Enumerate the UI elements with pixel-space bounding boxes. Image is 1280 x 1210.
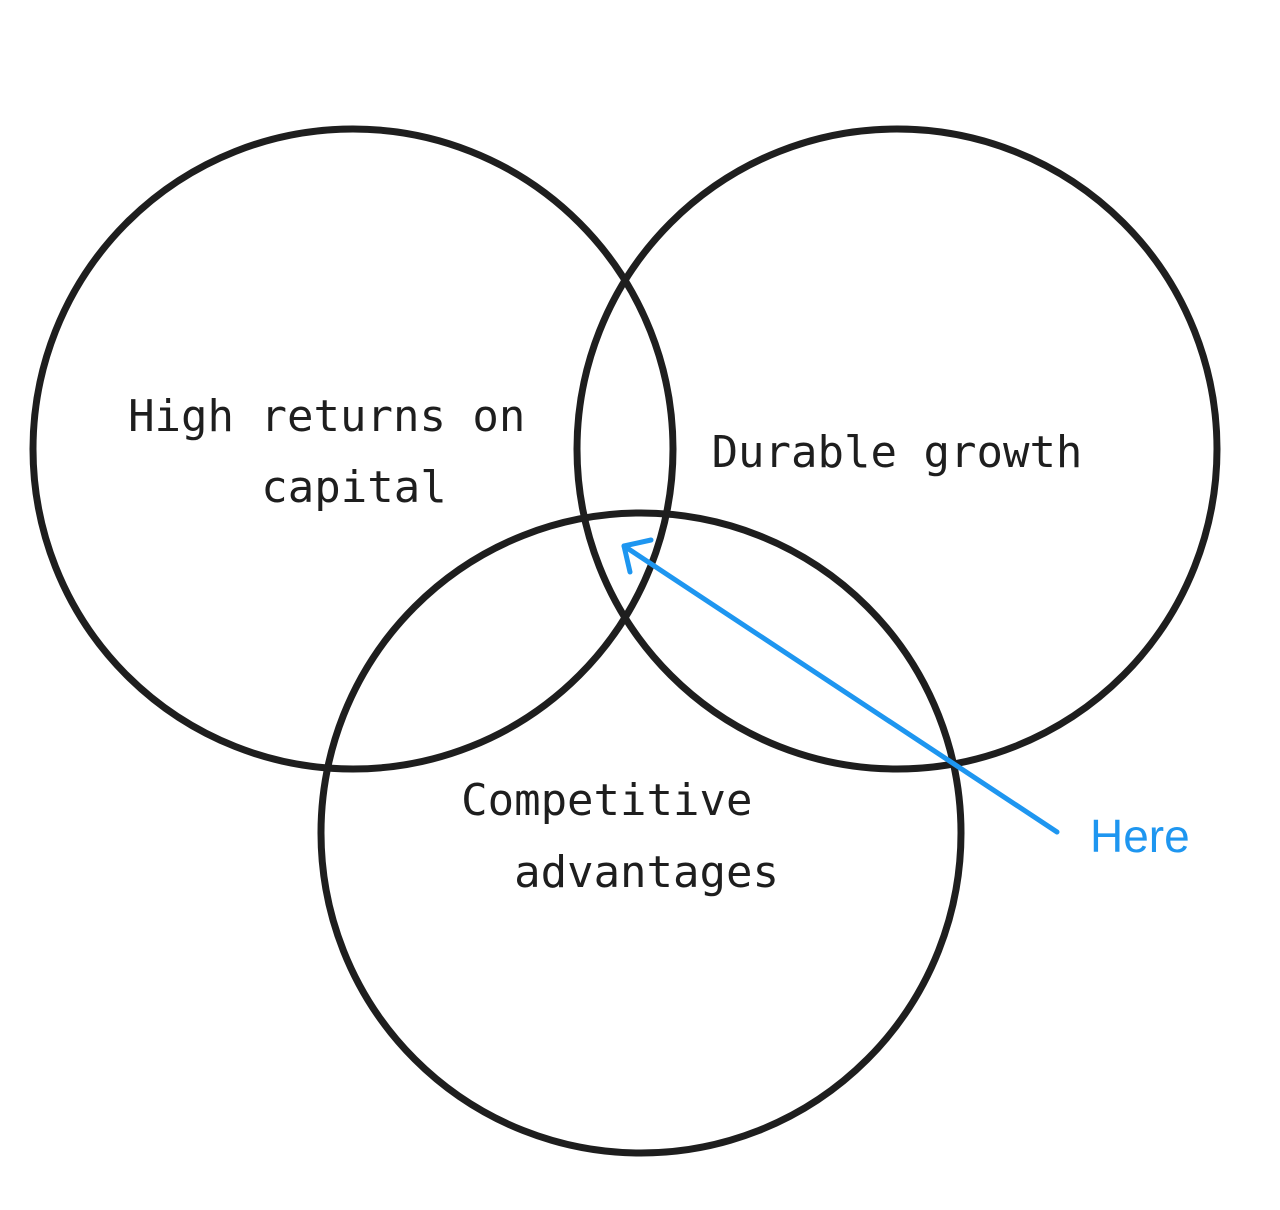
arrow-head bbox=[621, 537, 654, 575]
arrow-pointer-icon bbox=[621, 537, 1060, 835]
label-high-returns-line-1: High returns on bbox=[128, 391, 525, 442]
annotation-here-label: Here bbox=[1090, 810, 1190, 862]
circle-competitive-advantages bbox=[317, 509, 965, 1157]
label-high-returns-on-capital: High returns on capital bbox=[128, 391, 552, 513]
label-competitive-line-2: advantages bbox=[514, 847, 779, 898]
label-competitive-line-1: Competitive bbox=[461, 775, 752, 826]
label-durable-growth: Durable growth bbox=[712, 427, 1083, 478]
circle-durable-growth bbox=[573, 125, 1221, 773]
arrow-shaft bbox=[621, 543, 1060, 835]
label-competitive-advantages: Competitive advantages bbox=[461, 775, 779, 898]
label-durable-growth-line-1: Durable growth bbox=[712, 427, 1083, 478]
label-high-returns-line-2: capital bbox=[261, 462, 446, 513]
circle-high-returns-on-capital bbox=[29, 125, 677, 773]
